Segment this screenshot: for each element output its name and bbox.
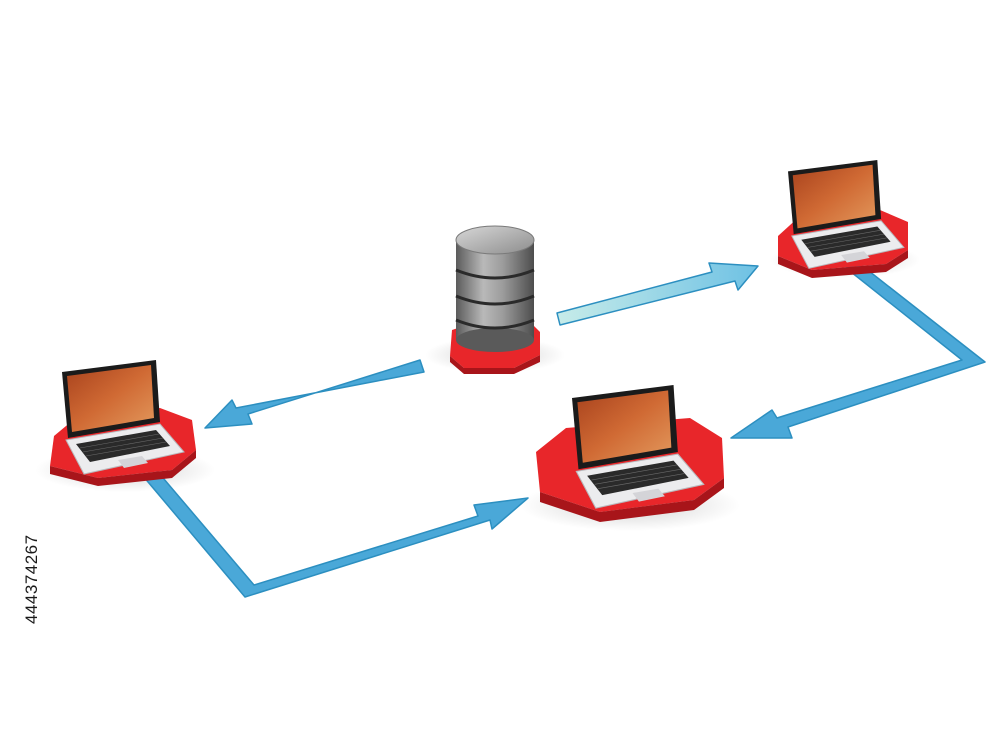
laptop-center-node [536, 384, 724, 522]
arrow-database-to-laptop-left [204, 359, 425, 429]
database-icon [455, 225, 535, 352]
database-node [450, 225, 540, 374]
laptop-left-node [50, 359, 196, 486]
arrow-database-to-laptop-right [556, 262, 759, 326]
stock-id-watermark: 444374267 [22, 534, 41, 624]
arrow-laptop-left-to-laptop-center [142, 471, 529, 598]
laptop-right-node [778, 159, 908, 278]
arrow-laptop-right-to-laptop-center [730, 263, 986, 439]
